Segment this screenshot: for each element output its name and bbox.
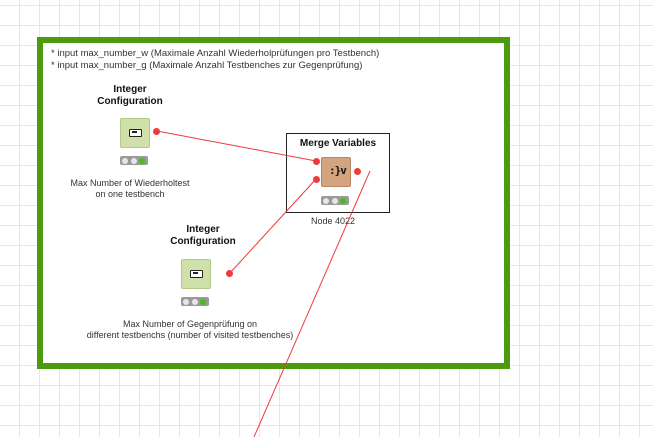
merge-variables-status-traffic-light <box>321 196 349 205</box>
integer-config-1-title-line2: Configuration <box>97 96 163 107</box>
merge-variables-icon: :}v <box>329 164 347 177</box>
merge-variables-caption[interactable]: Node 4022 <box>310 216 356 226</box>
integer-config-2-status-traffic-light <box>181 297 209 306</box>
integer-config-1-output-port[interactable] <box>153 128 160 135</box>
merge-variables-input-port-1[interactable] <box>313 158 320 165</box>
annotation-line-2: * input max_number_g (Maximale Anzahl Te… <box>51 60 363 71</box>
integer-configuration-icon <box>190 270 203 278</box>
integer-config-1-title-line1: Integer <box>113 84 147 95</box>
integer-config-2-title-line1: Integer <box>186 224 220 235</box>
integer-config-1-caption[interactable]: Max Number of Wiederholtest on one testb… <box>45 178 215 200</box>
merge-variables-output-port[interactable] <box>354 168 361 175</box>
annotation-text: * input max_number_w (Maximale Anzahl Wi… <box>51 48 379 72</box>
integer-config-2-title-line2: Configuration <box>170 236 236 247</box>
integer-config-1-node[interactable] <box>120 118 150 148</box>
integer-configuration-icon <box>129 129 142 137</box>
integer-config-1-caption-line1: Max Number of Wiederholtest <box>70 178 190 188</box>
integer-config-2-caption-line2: different testbenchs (number of visited … <box>86 330 294 340</box>
merge-variables-input-port-2[interactable] <box>313 176 320 183</box>
integer-config-2-title[interactable]: Integer Configuration <box>143 224 263 248</box>
annotation-line-1: * input max_number_w (Maximale Anzahl Wi… <box>51 48 380 59</box>
integer-config-1-title[interactable]: Integer Configuration <box>70 84 190 108</box>
merge-variables-node[interactable]: :}v <box>321 157 351 187</box>
integer-config-2-output-port[interactable] <box>226 270 233 277</box>
integer-config-2-node[interactable] <box>181 259 211 289</box>
integer-config-1-status-traffic-light <box>120 156 148 165</box>
integer-config-2-caption-line1: Max Number of Gegenprüfung on <box>122 319 258 329</box>
integer-config-1-caption-line2: on one testbench <box>95 189 165 199</box>
integer-config-2-caption[interactable]: Max Number of Gegenprüfung on different … <box>40 319 340 341</box>
merge-variables-title[interactable]: Merge Variables <box>299 138 377 149</box>
